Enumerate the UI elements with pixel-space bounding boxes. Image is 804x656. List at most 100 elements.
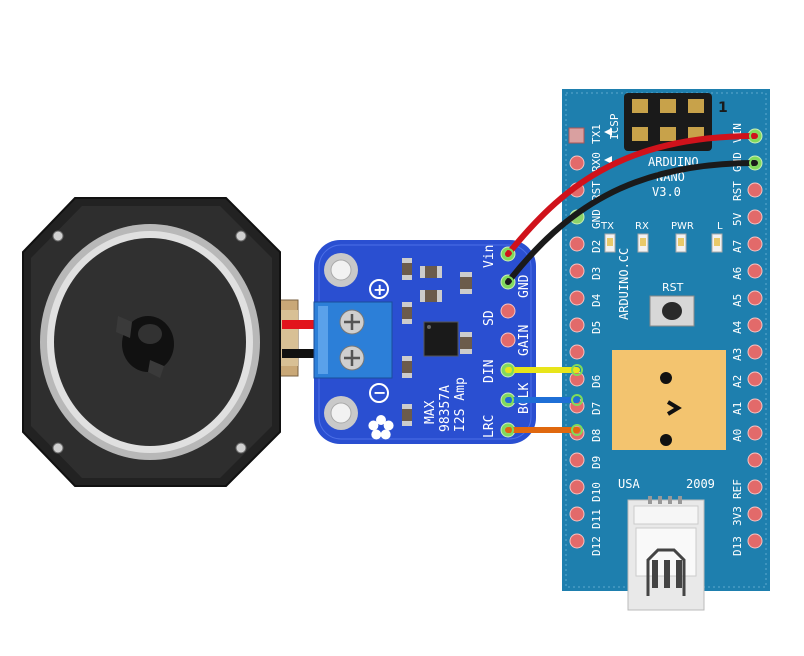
- nano-pin[interactable]: [747, 182, 763, 198]
- nano-pin[interactable]: [569, 506, 585, 522]
- nano-pin-label-ref: REF: [731, 479, 744, 499]
- icsp-pin1-label: 1: [718, 100, 728, 116]
- nano-title-line1: ARDUINO: [648, 155, 699, 169]
- nano-pin[interactable]: [569, 344, 585, 360]
- nano-pin[interactable]: [747, 506, 763, 522]
- speaker-screw: [235, 230, 247, 242]
- amp-pin-gain[interactable]: [500, 332, 516, 348]
- nano-pin[interactable]: [569, 452, 585, 468]
- nano-pin-label-5v: 5V: [731, 212, 744, 226]
- amp-pin-sd[interactable]: [500, 303, 516, 319]
- amp-pin-label-din: DIN: [482, 360, 497, 383]
- nano-pin[interactable]: [569, 533, 585, 549]
- nano-pin-label-a4: A4: [731, 320, 744, 334]
- usb-mini-port[interactable]: [627, 496, 705, 611]
- nano-pin[interactable]: [747, 344, 763, 360]
- nano-pin-label-d2: D2: [590, 240, 603, 253]
- nano-pin-label-gnd-left: GND: [590, 209, 603, 229]
- led-label-l: L: [717, 221, 723, 232]
- icsp-label: ICSP: [608, 113, 621, 140]
- wire-endpoint: [571, 394, 583, 406]
- nano-pin[interactable]: [747, 371, 763, 387]
- plus-marker: [369, 279, 389, 299]
- nano-pin[interactable]: [747, 209, 763, 225]
- amp-screw-terminal[interactable]: [313, 301, 393, 379]
- nano-pin-label-rst-right: RST: [731, 181, 744, 201]
- nano-pin[interactable]: [747, 398, 763, 414]
- nano-right-pins: [747, 128, 763, 549]
- nano-pin-label-a0: A0: [731, 429, 744, 442]
- nano-pin-label-tx1: TX1: [590, 124, 603, 144]
- minus-marker: [369, 383, 389, 403]
- nano-pin-label-d8: D8: [590, 429, 603, 442]
- nano-pin-label-3v3: 3V3: [731, 506, 744, 526]
- nano-left-pin-1-square: [568, 127, 585, 144]
- nano-pin-label-a2: A2: [731, 375, 744, 388]
- nano-pin-label-d12: D12: [590, 536, 603, 556]
- wire-endpoint: [502, 248, 514, 260]
- nano-pin-label-a7: A7: [731, 240, 744, 253]
- nano-microcontroller: [612, 350, 726, 450]
- nano-pin[interactable]: [747, 425, 763, 441]
- amp-pin-label-gain: GAIN: [517, 325, 532, 356]
- nano-pin-label-d11: D11: [590, 509, 603, 529]
- nano-pin[interactable]: [747, 317, 763, 333]
- year-label: 2009: [686, 477, 715, 491]
- rst-button-label: RST: [662, 281, 684, 294]
- nano-pin-label-d7: D7: [590, 402, 603, 415]
- arduino-nano-board: ICSP 1 ARDUINO NANO V3.0 TX RX PWR L ARD…: [562, 89, 770, 611]
- nano-pin[interactable]: [747, 236, 763, 252]
- icsp-header: [624, 93, 712, 151]
- nano-pin[interactable]: [747, 290, 763, 306]
- max98357a-amp-board: + − MAX 98357A I2S Amp: [313, 240, 536, 444]
- reset-button[interactable]: [649, 295, 695, 327]
- wires: [502, 130, 761, 436]
- nano-pin-label-a6: A6: [731, 267, 744, 280]
- speaker: [22, 197, 299, 487]
- wire-endpoint: [502, 276, 514, 288]
- nano-pin-label-d4: D4: [590, 293, 603, 307]
- nano-pin[interactable]: [747, 479, 763, 495]
- nano-pin[interactable]: [747, 452, 763, 468]
- nano-pin-label-d5: D5: [590, 321, 603, 334]
- nano-pin-label-d9: D9: [590, 456, 603, 469]
- wire-endpoint: [502, 364, 514, 376]
- nano-pin[interactable]: [747, 533, 763, 549]
- nano-pin[interactable]: [569, 317, 585, 333]
- nano-pin-label-a1: A1: [731, 402, 744, 415]
- wire-endpoint: [502, 424, 514, 436]
- nano-pin-label-d6: D6: [590, 375, 603, 388]
- led-label-rx: RX: [635, 221, 649, 232]
- nano-pin-label-d10: D10: [590, 482, 603, 502]
- wire-endpoint: [571, 424, 583, 436]
- amp-pin-label-lrc: LRC: [482, 415, 497, 438]
- speaker-leads: [282, 320, 318, 358]
- nano-pin[interactable]: [569, 263, 585, 279]
- nano-pin-label-d3: D3: [590, 267, 603, 280]
- wire-endpoint: [749, 157, 761, 169]
- nano-pin-label-vin: VIN: [731, 123, 744, 143]
- nano-pin[interactable]: [569, 290, 585, 306]
- adafruit-logo: [368, 415, 394, 440]
- wire-endpoint: [749, 130, 761, 142]
- nano-pin[interactable]: [569, 155, 585, 171]
- pin1-arrow: [604, 128, 612, 136]
- amp-smd-components: [402, 258, 472, 426]
- speaker-dust-cap: [122, 316, 174, 372]
- led-label-pwr: PWR: [671, 221, 694, 232]
- nano-version: V3.0: [652, 185, 681, 199]
- wire-ground[interactable]: [505, 160, 758, 285]
- nano-pin-label-a5: A5: [731, 294, 744, 307]
- wire-endpoint: [571, 364, 583, 376]
- wire-power[interactable]: [505, 133, 758, 257]
- speaker-lead-black: [282, 349, 318, 358]
- led-label-tx: TX: [600, 221, 614, 232]
- minus-symbol: −: [373, 383, 386, 402]
- nano-pin[interactable]: [569, 479, 585, 495]
- nano-pin[interactable]: [747, 263, 763, 279]
- amp-title-line3: I2S Amp: [453, 377, 468, 432]
- nano-pin[interactable]: [569, 236, 585, 252]
- amp-title-line1: MAX: [423, 400, 438, 424]
- nano-leds: TX RX PWR L: [600, 221, 723, 253]
